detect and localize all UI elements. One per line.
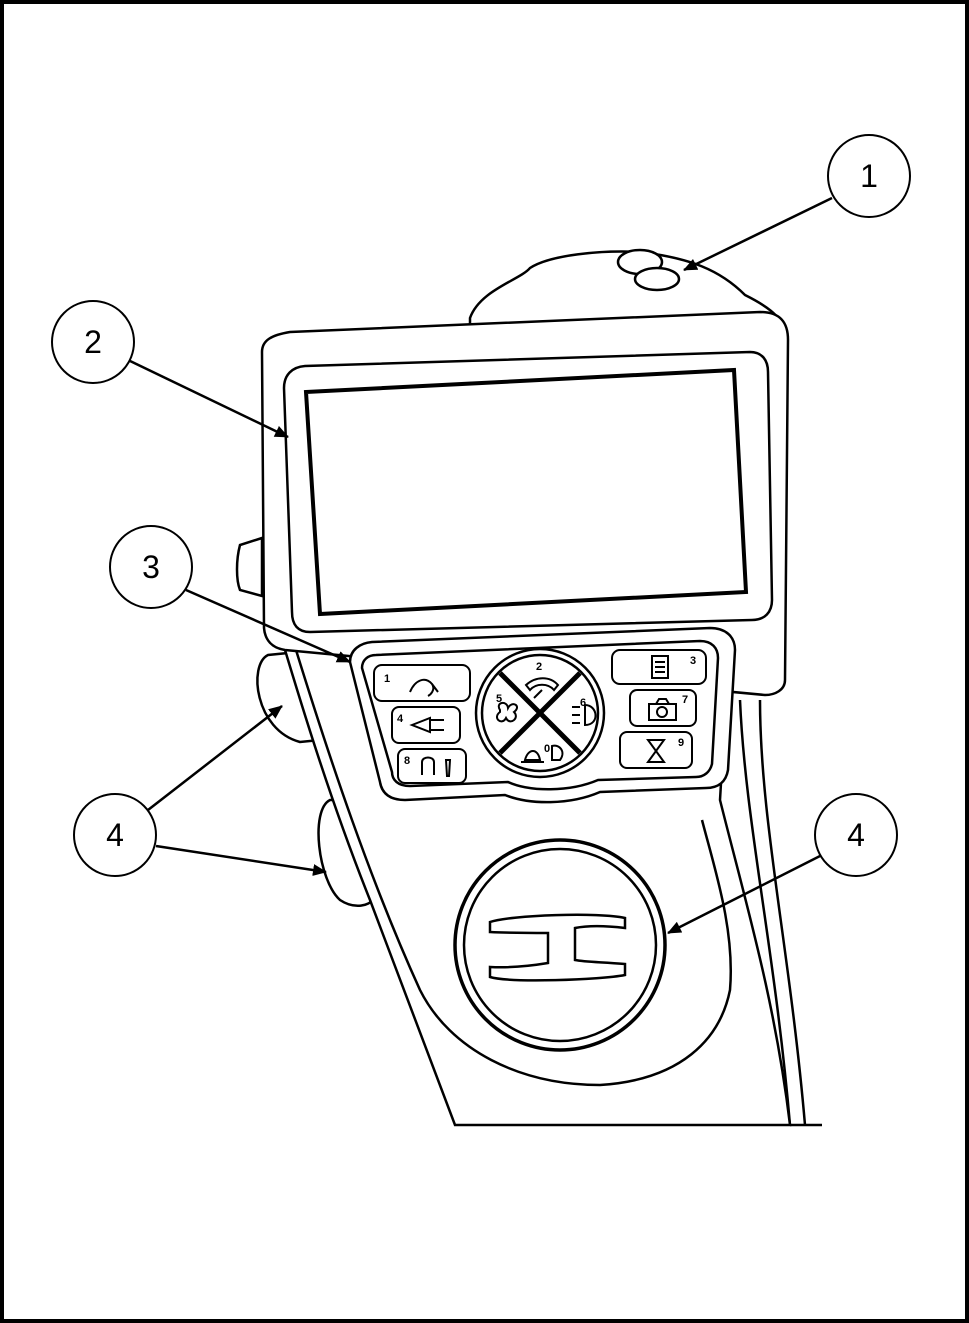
list-icon — [651, 655, 669, 679]
button-number-3: 3 — [690, 655, 696, 667]
callout-arrow-4b — [667, 853, 823, 935]
camera-lens-icon — [656, 706, 668, 718]
hourglass-icon — [646, 739, 666, 763]
dial-number-2: 2 — [536, 661, 542, 673]
thumb-button-face — [462, 847, 658, 1043]
left-button-icons — [409, 678, 452, 777]
top-button-1 — [633, 266, 681, 292]
callout-arrow-2 — [127, 358, 289, 439]
callout-circle-2 — [51, 300, 135, 384]
right-button-icons — [646, 655, 677, 763]
wiper-icon — [524, 677, 560, 699]
work-light-icon — [521, 744, 564, 763]
callout-circle-4a — [73, 793, 157, 877]
dial-number-6: 6 — [580, 697, 586, 709]
callout-label-1: 1 — [860, 158, 878, 194]
left-keypad-buttons — [373, 664, 471, 784]
thumb-button-h-glyph — [488, 913, 627, 982]
callout-circle-4b — [814, 793, 898, 877]
rabbit-icon — [409, 678, 439, 697]
callout-arrow-4a-upper — [147, 705, 283, 811]
dial-number-5: 5 — [496, 693, 502, 705]
side-paddle — [235, 536, 264, 598]
cable-line-outer — [758, 699, 807, 1126]
dial-divider-b — [498, 671, 582, 755]
callout-label-4a: 4 — [106, 817, 124, 853]
callout-label-3: 3 — [142, 549, 160, 585]
fan-icon — [496, 702, 518, 723]
button-number-7: 7 — [682, 694, 688, 706]
callout-label-2: 2 — [84, 324, 102, 360]
camera-icon — [648, 698, 677, 721]
button-number-1: 1 — [384, 673, 390, 685]
grip-contour — [294, 649, 732, 1087]
callout-circle-1 — [827, 134, 911, 218]
callout-arrow-3 — [185, 588, 351, 664]
seat-icon — [421, 756, 452, 777]
callout-circle-3 — [109, 525, 193, 609]
headlight-icon — [572, 703, 597, 727]
keypad-button-4 — [391, 706, 461, 744]
keypad-button-1 — [373, 664, 471, 702]
dial-number-0: 0 — [544, 743, 550, 755]
callout-lines — [127, 196, 833, 935]
display-screen — [303, 367, 749, 617]
callout-label-4b: 4 — [847, 817, 865, 853]
button-number-8: 8 — [404, 755, 410, 767]
dial-icons — [496, 677, 597, 763]
callout-arrow-1 — [683, 196, 833, 272]
button-number-9: 9 — [678, 737, 684, 749]
callout-arrow-4a-lower — [155, 844, 327, 876]
callout-circles — [51, 134, 911, 877]
button-number-4: 4 — [397, 713, 404, 725]
center-dial — [474, 647, 606, 779]
cable-line-inner — [738, 699, 792, 1126]
engine-icon — [409, 716, 444, 734]
